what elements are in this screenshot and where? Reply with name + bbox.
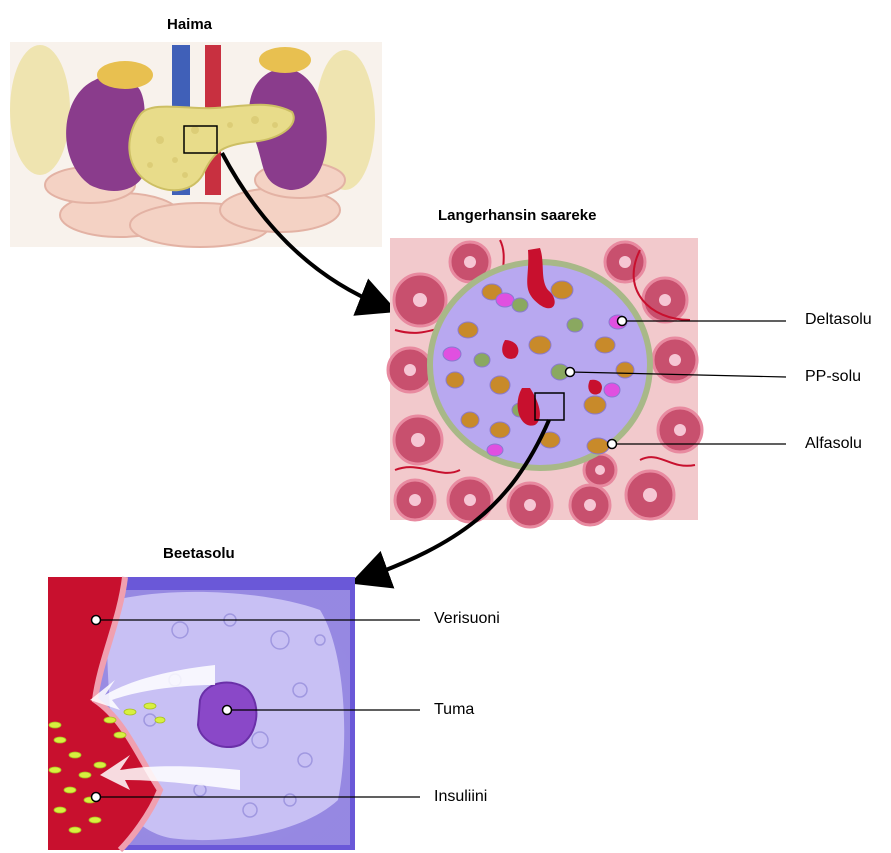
right-adrenal xyxy=(259,47,311,73)
label-pp-cell: PP-solu xyxy=(805,368,861,386)
title-beta-cell: Beetasolu xyxy=(163,545,235,562)
label-blood-vessel: Verisuoni xyxy=(434,610,500,628)
label-insulin: Insuliini xyxy=(434,788,487,806)
left-adrenal xyxy=(97,61,153,89)
pancreas-illustration xyxy=(10,42,382,247)
islet-illustration xyxy=(388,238,702,527)
label-nucleus: Tuma xyxy=(434,701,474,719)
label-delta-cell: Deltasolu xyxy=(805,311,872,329)
title-islet: Langerhansin saareke xyxy=(438,207,596,224)
title-pancreas: Haima xyxy=(167,16,212,33)
label-alpha-cell: Alfasolu xyxy=(805,435,862,453)
